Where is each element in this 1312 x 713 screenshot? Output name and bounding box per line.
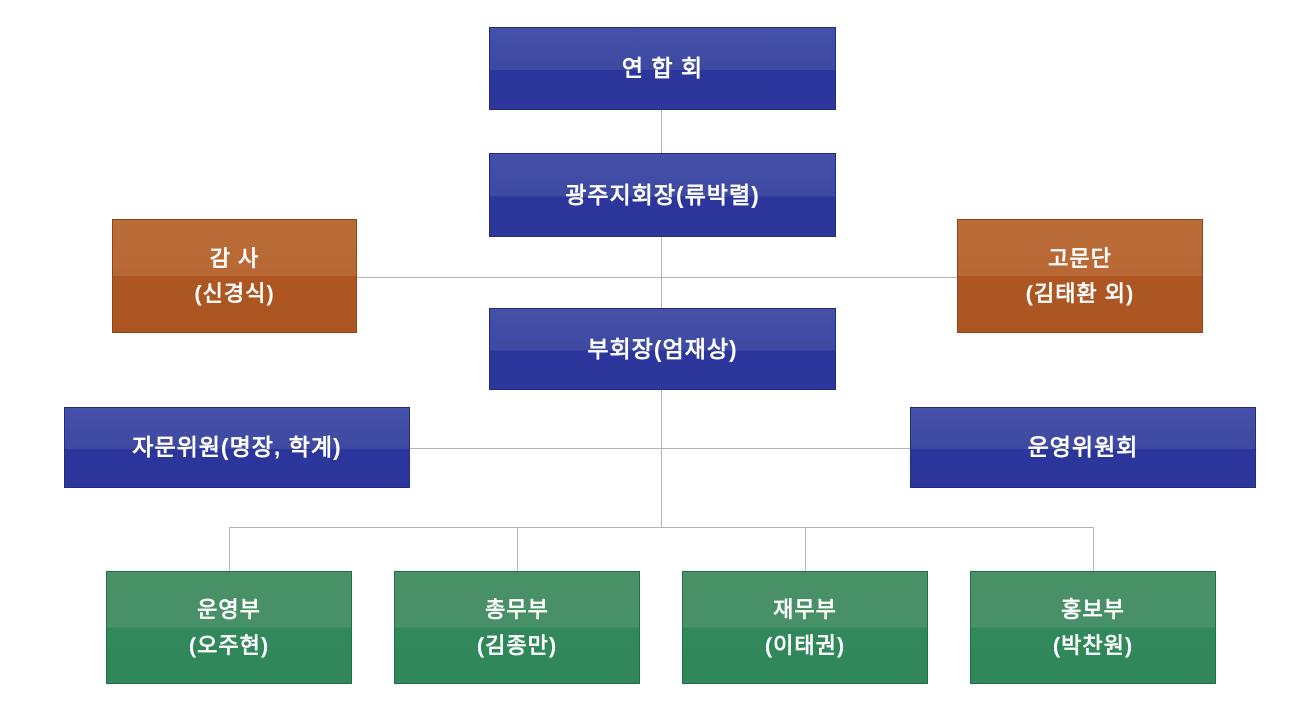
connector-gwangju-buhoejang	[661, 237, 662, 308]
org-node-label: 운영부	[197, 597, 261, 623]
org-node-sublabel: (신경식)	[194, 281, 275, 306]
connector-stub-jaemubu	[805, 527, 806, 571]
org-node-label: 운영위원회	[1027, 434, 1139, 461]
org-node-label: 고문단	[1048, 245, 1112, 271]
org-node-jamun-wiwon: 자문위원(명장, 학계)	[64, 407, 410, 488]
org-node-label: 자문위원(명장, 학계)	[132, 434, 342, 461]
connector-buhoejang-branch	[661, 390, 662, 527]
org-node-buhoejang: 부회장(엄재상)	[489, 308, 836, 390]
connector-stub-chongmubu	[517, 527, 518, 571]
org-node-label: 부회장(엄재상)	[587, 335, 738, 362]
connector-jamun-unyeongwiwonhoe	[410, 448, 910, 449]
org-node-gomundan: 고문단 (김태환 외)	[957, 219, 1203, 333]
org-node-unyeongbu: 운영부 (오주현)	[106, 571, 352, 684]
org-node-label: 재무부	[773, 597, 837, 623]
org-node-gamsa: 감 사 (신경식)	[112, 219, 357, 333]
org-node-sublabel: (오주현)	[188, 632, 270, 658]
connector-yeonhaphoe-gwangju	[661, 110, 662, 153]
org-node-label: 연 합 회	[621, 55, 704, 82]
org-node-yeonhaphoe: 연 합 회	[489, 27, 836, 110]
org-node-sublabel: (김태환 외)	[1025, 281, 1135, 306]
org-node-label: 홍보부	[1061, 597, 1125, 623]
org-node-jaemubu: 재무부 (이태권)	[682, 571, 928, 684]
org-node-sublabel: (김종만)	[476, 632, 558, 658]
org-node-unyeong-wiwonhoe: 운영위원회	[910, 407, 1256, 488]
org-node-hongbobu: 홍보부 (박찬원)	[970, 571, 1216, 684]
connector-gamsa-gomundan	[357, 277, 957, 278]
org-node-label: 총무부	[485, 597, 549, 623]
org-node-sublabel: (박찬원)	[1052, 632, 1134, 658]
org-node-gwangju-jihoejang: 광주지회장(류박렬)	[489, 153, 836, 237]
org-node-label: 광주지회장(류박렬)	[565, 181, 760, 208]
connector-stub-hongbobu	[1093, 527, 1094, 571]
org-node-chongmubu: 총무부 (김종만)	[394, 571, 640, 684]
org-node-label: 감 사	[209, 245, 260, 271]
connector-stub-unyeongbu	[229, 527, 230, 571]
org-node-sublabel: (이태권)	[764, 632, 846, 658]
connector-branch-horizontal	[229, 527, 1093, 528]
